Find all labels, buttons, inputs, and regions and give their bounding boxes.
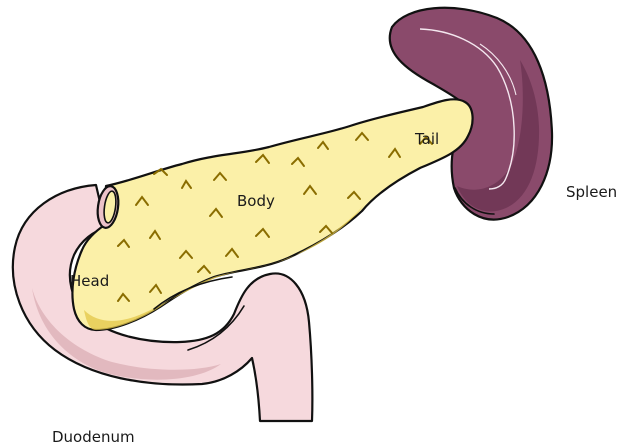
label-duodenum: Duodenum: [52, 428, 135, 446]
label-tail: Tail: [414, 130, 439, 148]
label-spleen: Spleen: [566, 183, 617, 201]
label-head: Head: [70, 272, 109, 290]
label-body: Body: [237, 192, 275, 210]
